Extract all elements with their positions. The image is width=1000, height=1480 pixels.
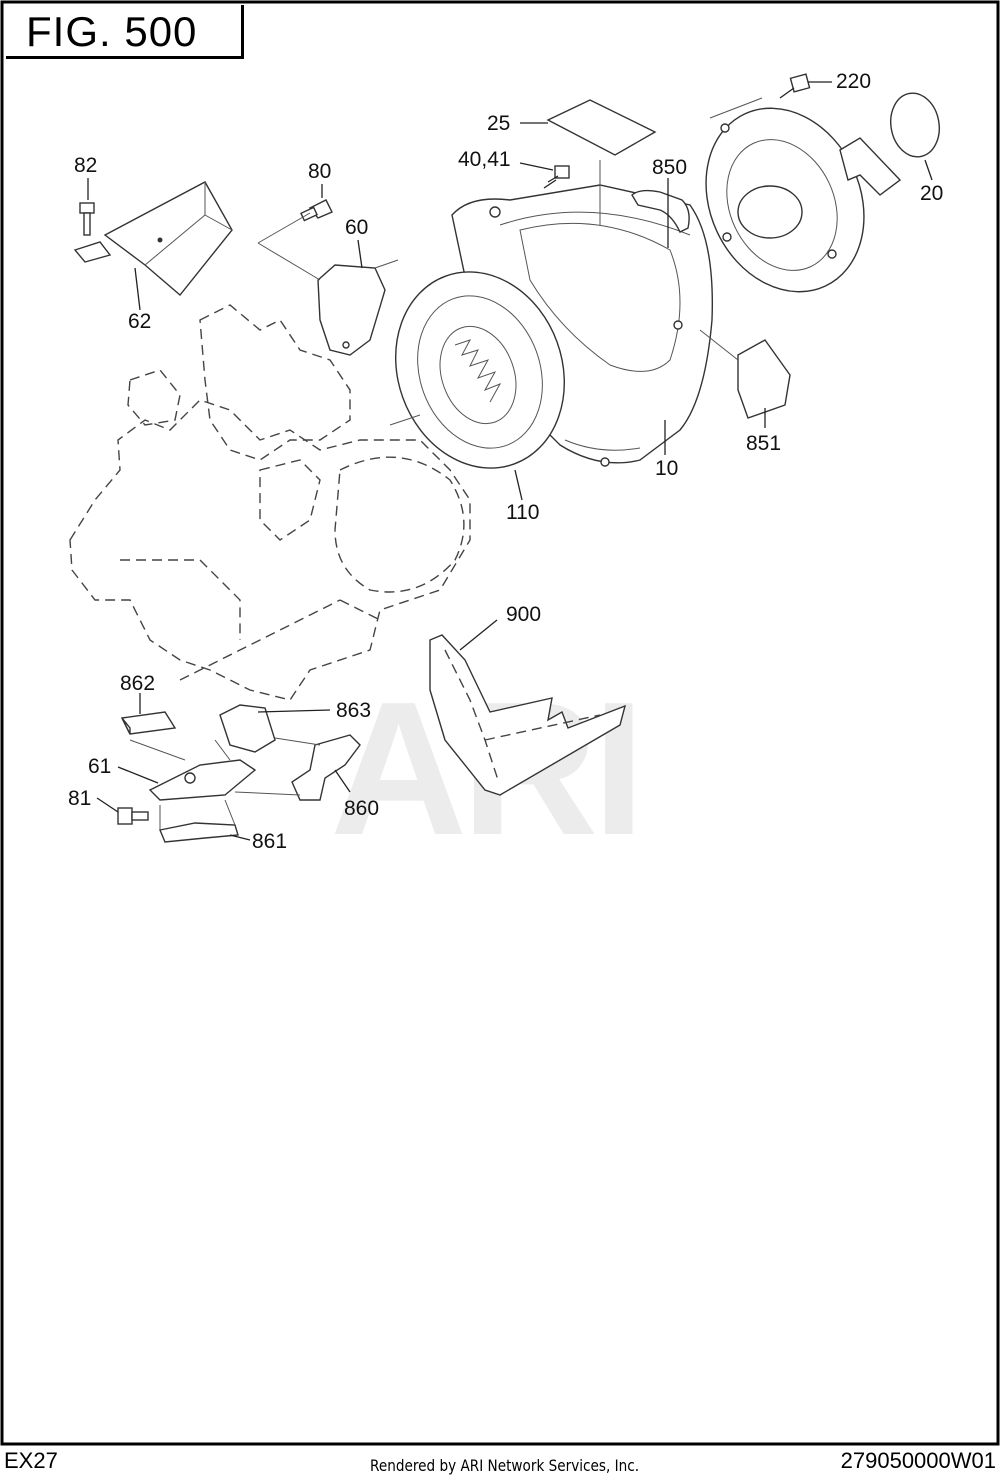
callout-82: 82 [74, 154, 97, 177]
callout-61: 61 [88, 755, 111, 778]
part-code: 279050000W01 [840, 1448, 996, 1473]
part-110-fan [394, 271, 566, 469]
rendered-by-credit: Rendered by ARI Network Services, Inc. [370, 1456, 640, 1475]
engine-outline [69, 304, 471, 701]
part-851-plate [737, 339, 791, 419]
bolt-82 [79, 202, 95, 236]
callout-851: 851 [746, 432, 781, 455]
part-20-cap [890, 92, 940, 158]
bolt-80 [300, 199, 333, 222]
bolt-81 [117, 807, 149, 825]
part-60-cover [317, 259, 399, 356]
callout-900: 900 [506, 603, 541, 626]
part-860-duct [291, 734, 361, 801]
callout-10: 10 [655, 457, 678, 480]
model-number: EX27 [4, 1448, 58, 1473]
figure-title: FIG. 500 [6, 5, 244, 59]
callout-220: 220 [836, 70, 871, 93]
part-62-shield [73, 181, 233, 297]
part-61-bracket [148, 759, 257, 801]
callout-80: 80 [308, 160, 331, 183]
callout-20: 20 [920, 182, 943, 205]
callout-labels: 82 62 80 60 25 40,41 850 220 20 851 10 1… [68, 70, 943, 853]
callout-861: 861 [252, 830, 287, 853]
callout-862: 862 [120, 672, 155, 695]
recoil-starter [705, 107, 902, 293]
callout-62: 62 [128, 310, 151, 333]
part-25-label [546, 99, 657, 156]
bolt-220 [779, 73, 811, 99]
callout-850: 850 [652, 156, 687, 179]
callout-110: 110 [506, 501, 539, 524]
callout-60: 60 [345, 216, 368, 239]
callout-40-41: 40,41 [458, 148, 511, 171]
bolt-40-41 [543, 165, 570, 189]
part-861-strip [159, 822, 239, 843]
part-863-cover [219, 704, 276, 753]
leader-lines [87, 81, 933, 841]
callout-81: 81 [68, 787, 91, 810]
part-900-guide [429, 634, 627, 796]
part-862-block [120, 711, 177, 735]
callout-25: 25 [487, 112, 510, 135]
callout-860: 860 [344, 797, 379, 820]
callout-863: 863 [336, 699, 371, 722]
